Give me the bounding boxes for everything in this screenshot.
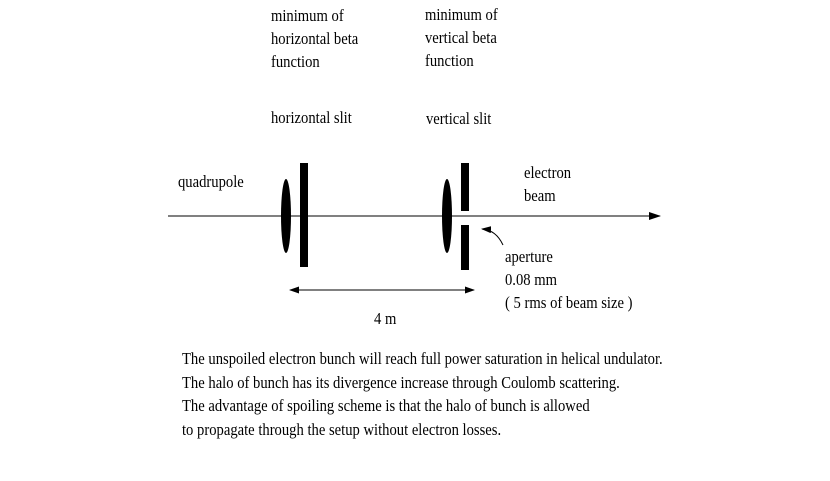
- quadrupole-lens-1: [281, 179, 291, 253]
- label-min-horizontal-beta: minimum of horizontal beta function: [271, 6, 359, 71]
- vertical-slit-lower: [461, 225, 469, 270]
- vertical-slit-upper: [461, 163, 469, 211]
- label-vertical-slit: vertical slit: [426, 109, 492, 128]
- caption-line: The halo of bunch has its divergence inc…: [182, 372, 620, 392]
- caption-line: The unspoiled electron bunch will reach …: [182, 349, 663, 368]
- caption-line: to propagate through the setup without e…: [182, 419, 502, 439]
- label-distance: 4 m: [374, 309, 397, 328]
- quadrupole-lens-2: [442, 179, 452, 253]
- label-electron-beam: electron beam: [524, 163, 572, 205]
- label-quadrupole: quadrupole: [178, 172, 244, 191]
- label-min-vertical-beta: minimum of vertical beta function: [425, 5, 498, 70]
- label-horizontal-slit: horizontal slit: [271, 108, 352, 127]
- label-aperture: aperture 0.08 mm ( 5 rms of beam size ): [505, 247, 633, 312]
- caption-text: The unspoiled electron bunch will reach …: [182, 347, 663, 441]
- caption-line: The advantage of spoiling scheme is that…: [182, 396, 590, 415]
- horizontal-slit-bar: [300, 163, 308, 267]
- aperture-pointer-arrow: [481, 226, 504, 246]
